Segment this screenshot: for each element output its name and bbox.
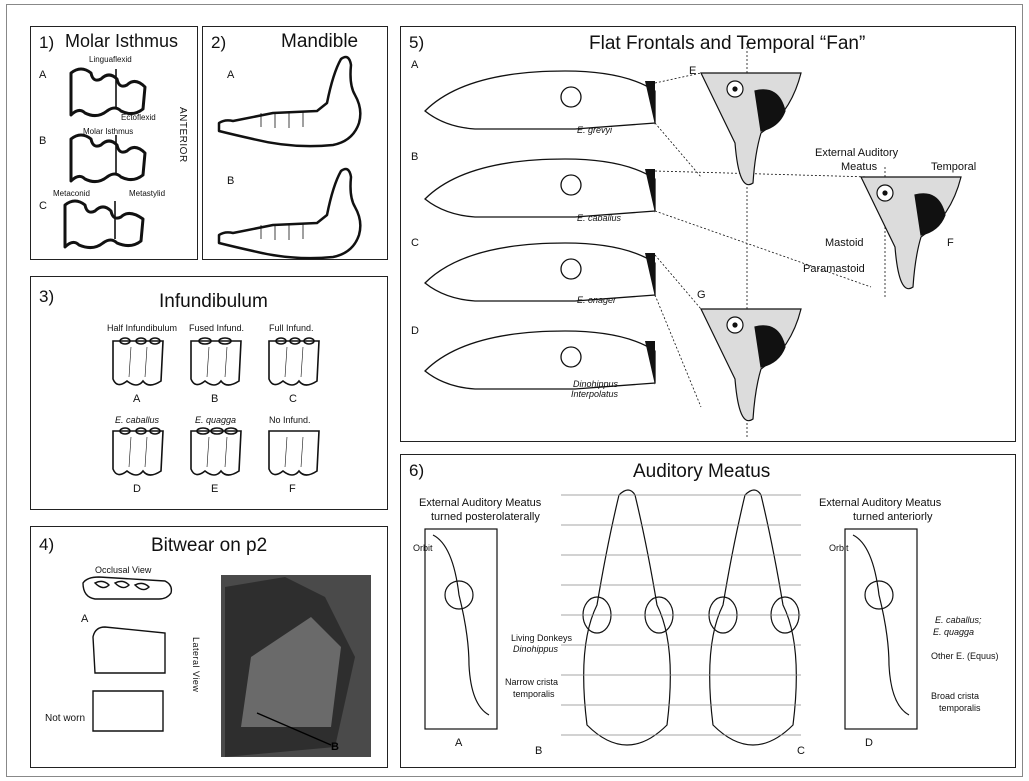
panel-molar-isthmus: 1) Molar Isthmus ANTERIOR A B C Linguafl…: [30, 26, 198, 260]
mandible-drawings: [203, 27, 387, 259]
panel-infundibulum: 3) Infundibulum Half Infundibulum Fused …: [30, 276, 388, 510]
panel-auditory-meatus: 6) Auditory Meatus External Auditory Mea…: [400, 454, 1016, 768]
tooth-drawings: [31, 277, 387, 509]
letter-b: B: [331, 741, 339, 753]
bitwear-drawings: [31, 527, 387, 767]
panel-flat-frontals: 5) Flat Frontals and Temporal “Fan” A B …: [400, 26, 1016, 442]
molar-drawings: [31, 27, 197, 259]
auditory-drawings: [401, 455, 1015, 767]
panel-bitwear: 4) Bitwear on p2 Occlusal View Lateral V…: [30, 526, 388, 768]
skull-drawings: [401, 27, 1015, 441]
panel-mandible: 2) Mandible A B: [202, 26, 388, 260]
